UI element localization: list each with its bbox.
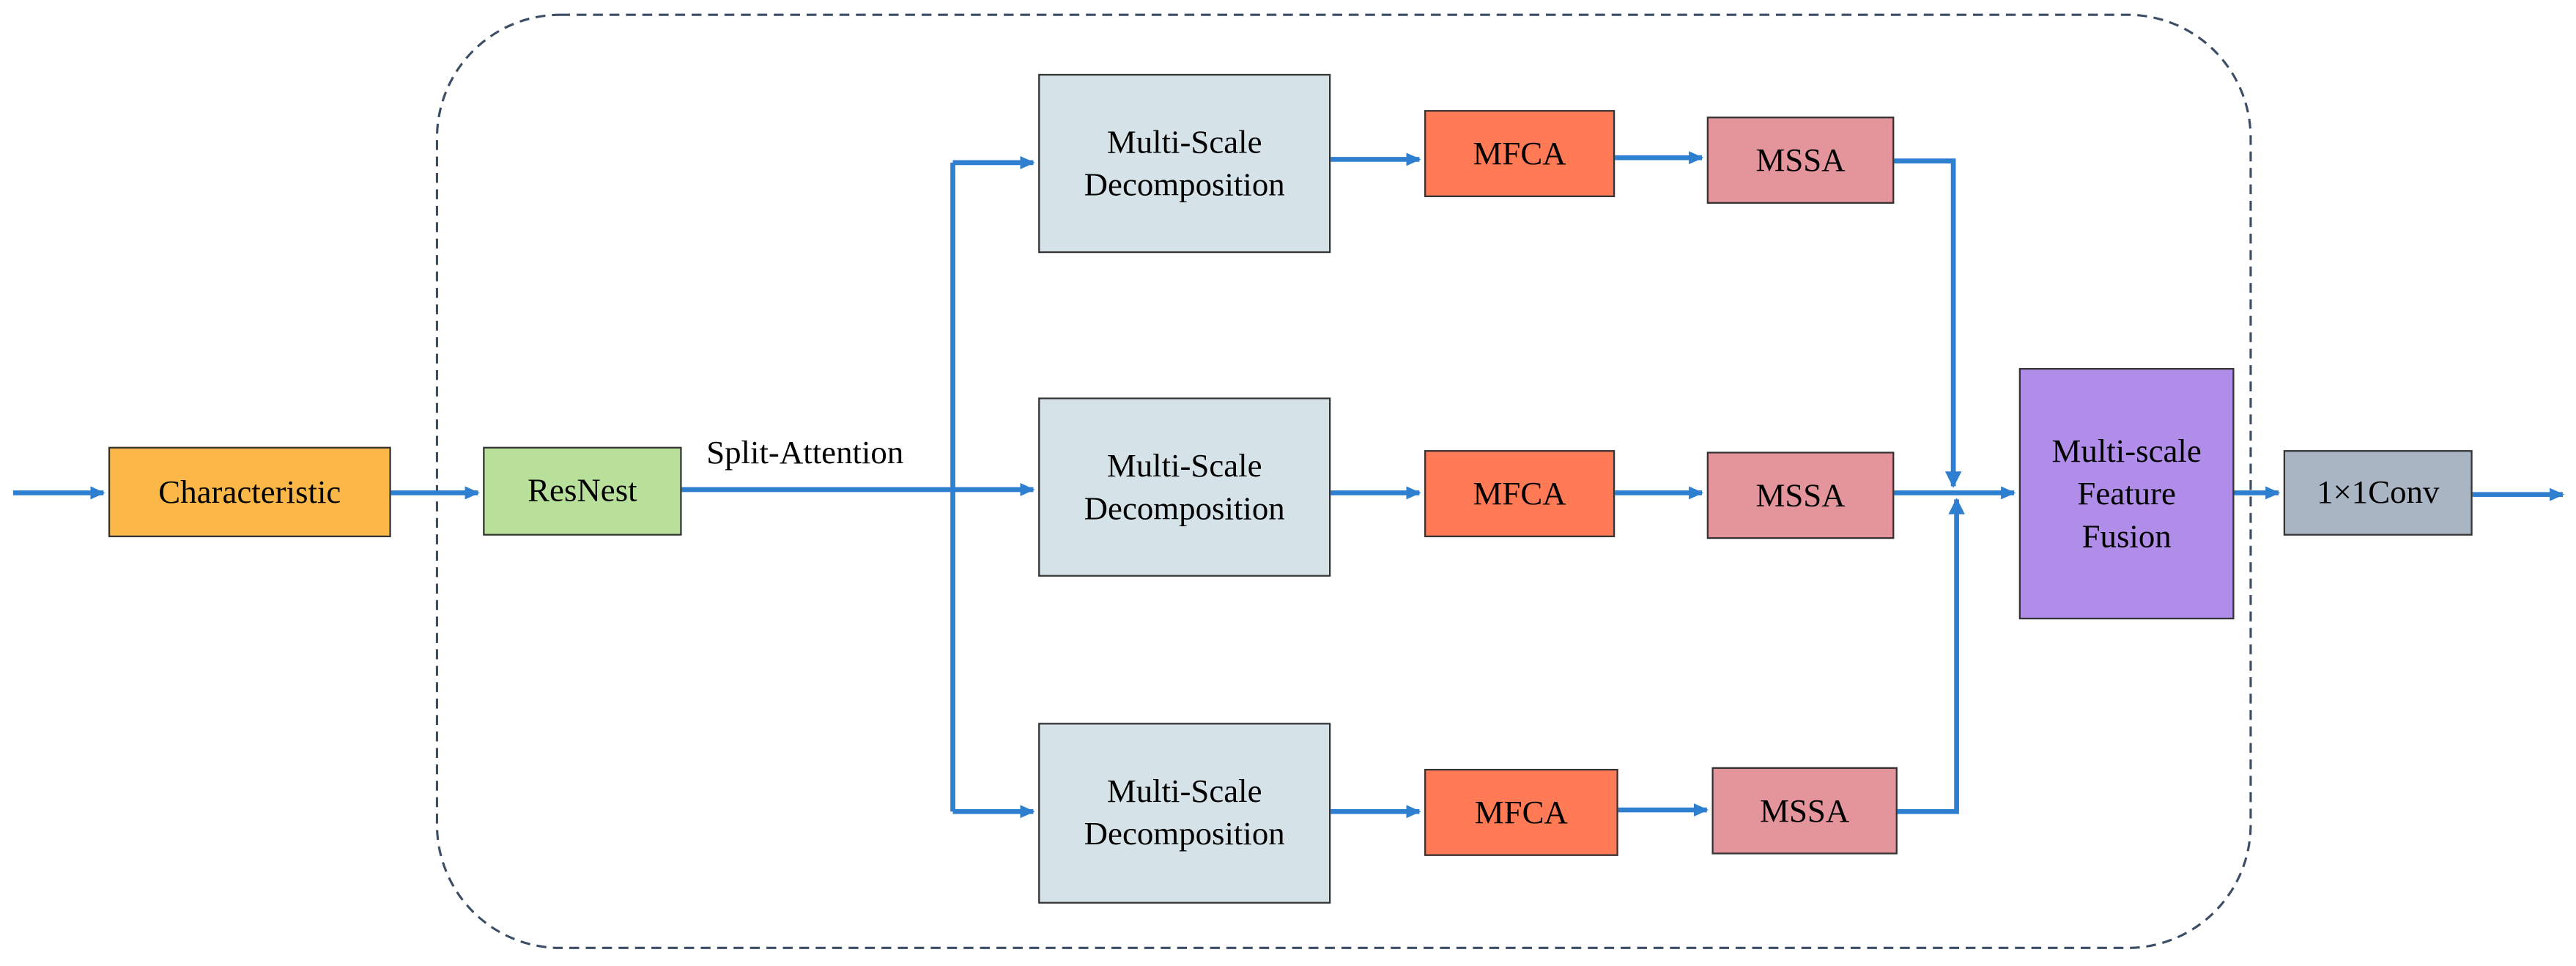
mssa-3-to-fusion-connector xyxy=(1897,499,1959,814)
conv-1x1-block: 1×1Conv xyxy=(2283,450,2473,536)
multi-scale-feature-fusion-block: Multi-scale Feature Fusion xyxy=(2018,368,2235,620)
arrowhead-up xyxy=(1948,498,1965,515)
mssa-block-2: MSSA xyxy=(1706,451,1895,539)
mssa-block-1: MSSA xyxy=(1706,117,1895,204)
decomposition-block-2: Multi-Scale Decomposition xyxy=(1038,397,1331,577)
characteristic-block: Characteristic xyxy=(108,446,391,537)
mfca-block-1: MFCA xyxy=(1424,110,1615,197)
split-attention-label: Split-Attention xyxy=(706,435,904,472)
mssa-block-3: MSSA xyxy=(1711,767,1898,855)
arrowhead-down xyxy=(1944,471,1962,488)
decomposition-block-1: Multi-Scale Decomposition xyxy=(1038,73,1331,254)
mfca-block-2: MFCA xyxy=(1424,450,1615,537)
mssa-1-to-fusion-connector xyxy=(1894,158,1956,487)
module-dashed-boundary xyxy=(435,13,2252,949)
mfca-block-3: MFCA xyxy=(1424,769,1618,856)
resnest-block: ResNest xyxy=(483,446,682,536)
decomposition-block-3: Multi-Scale Decomposition xyxy=(1038,723,1331,904)
